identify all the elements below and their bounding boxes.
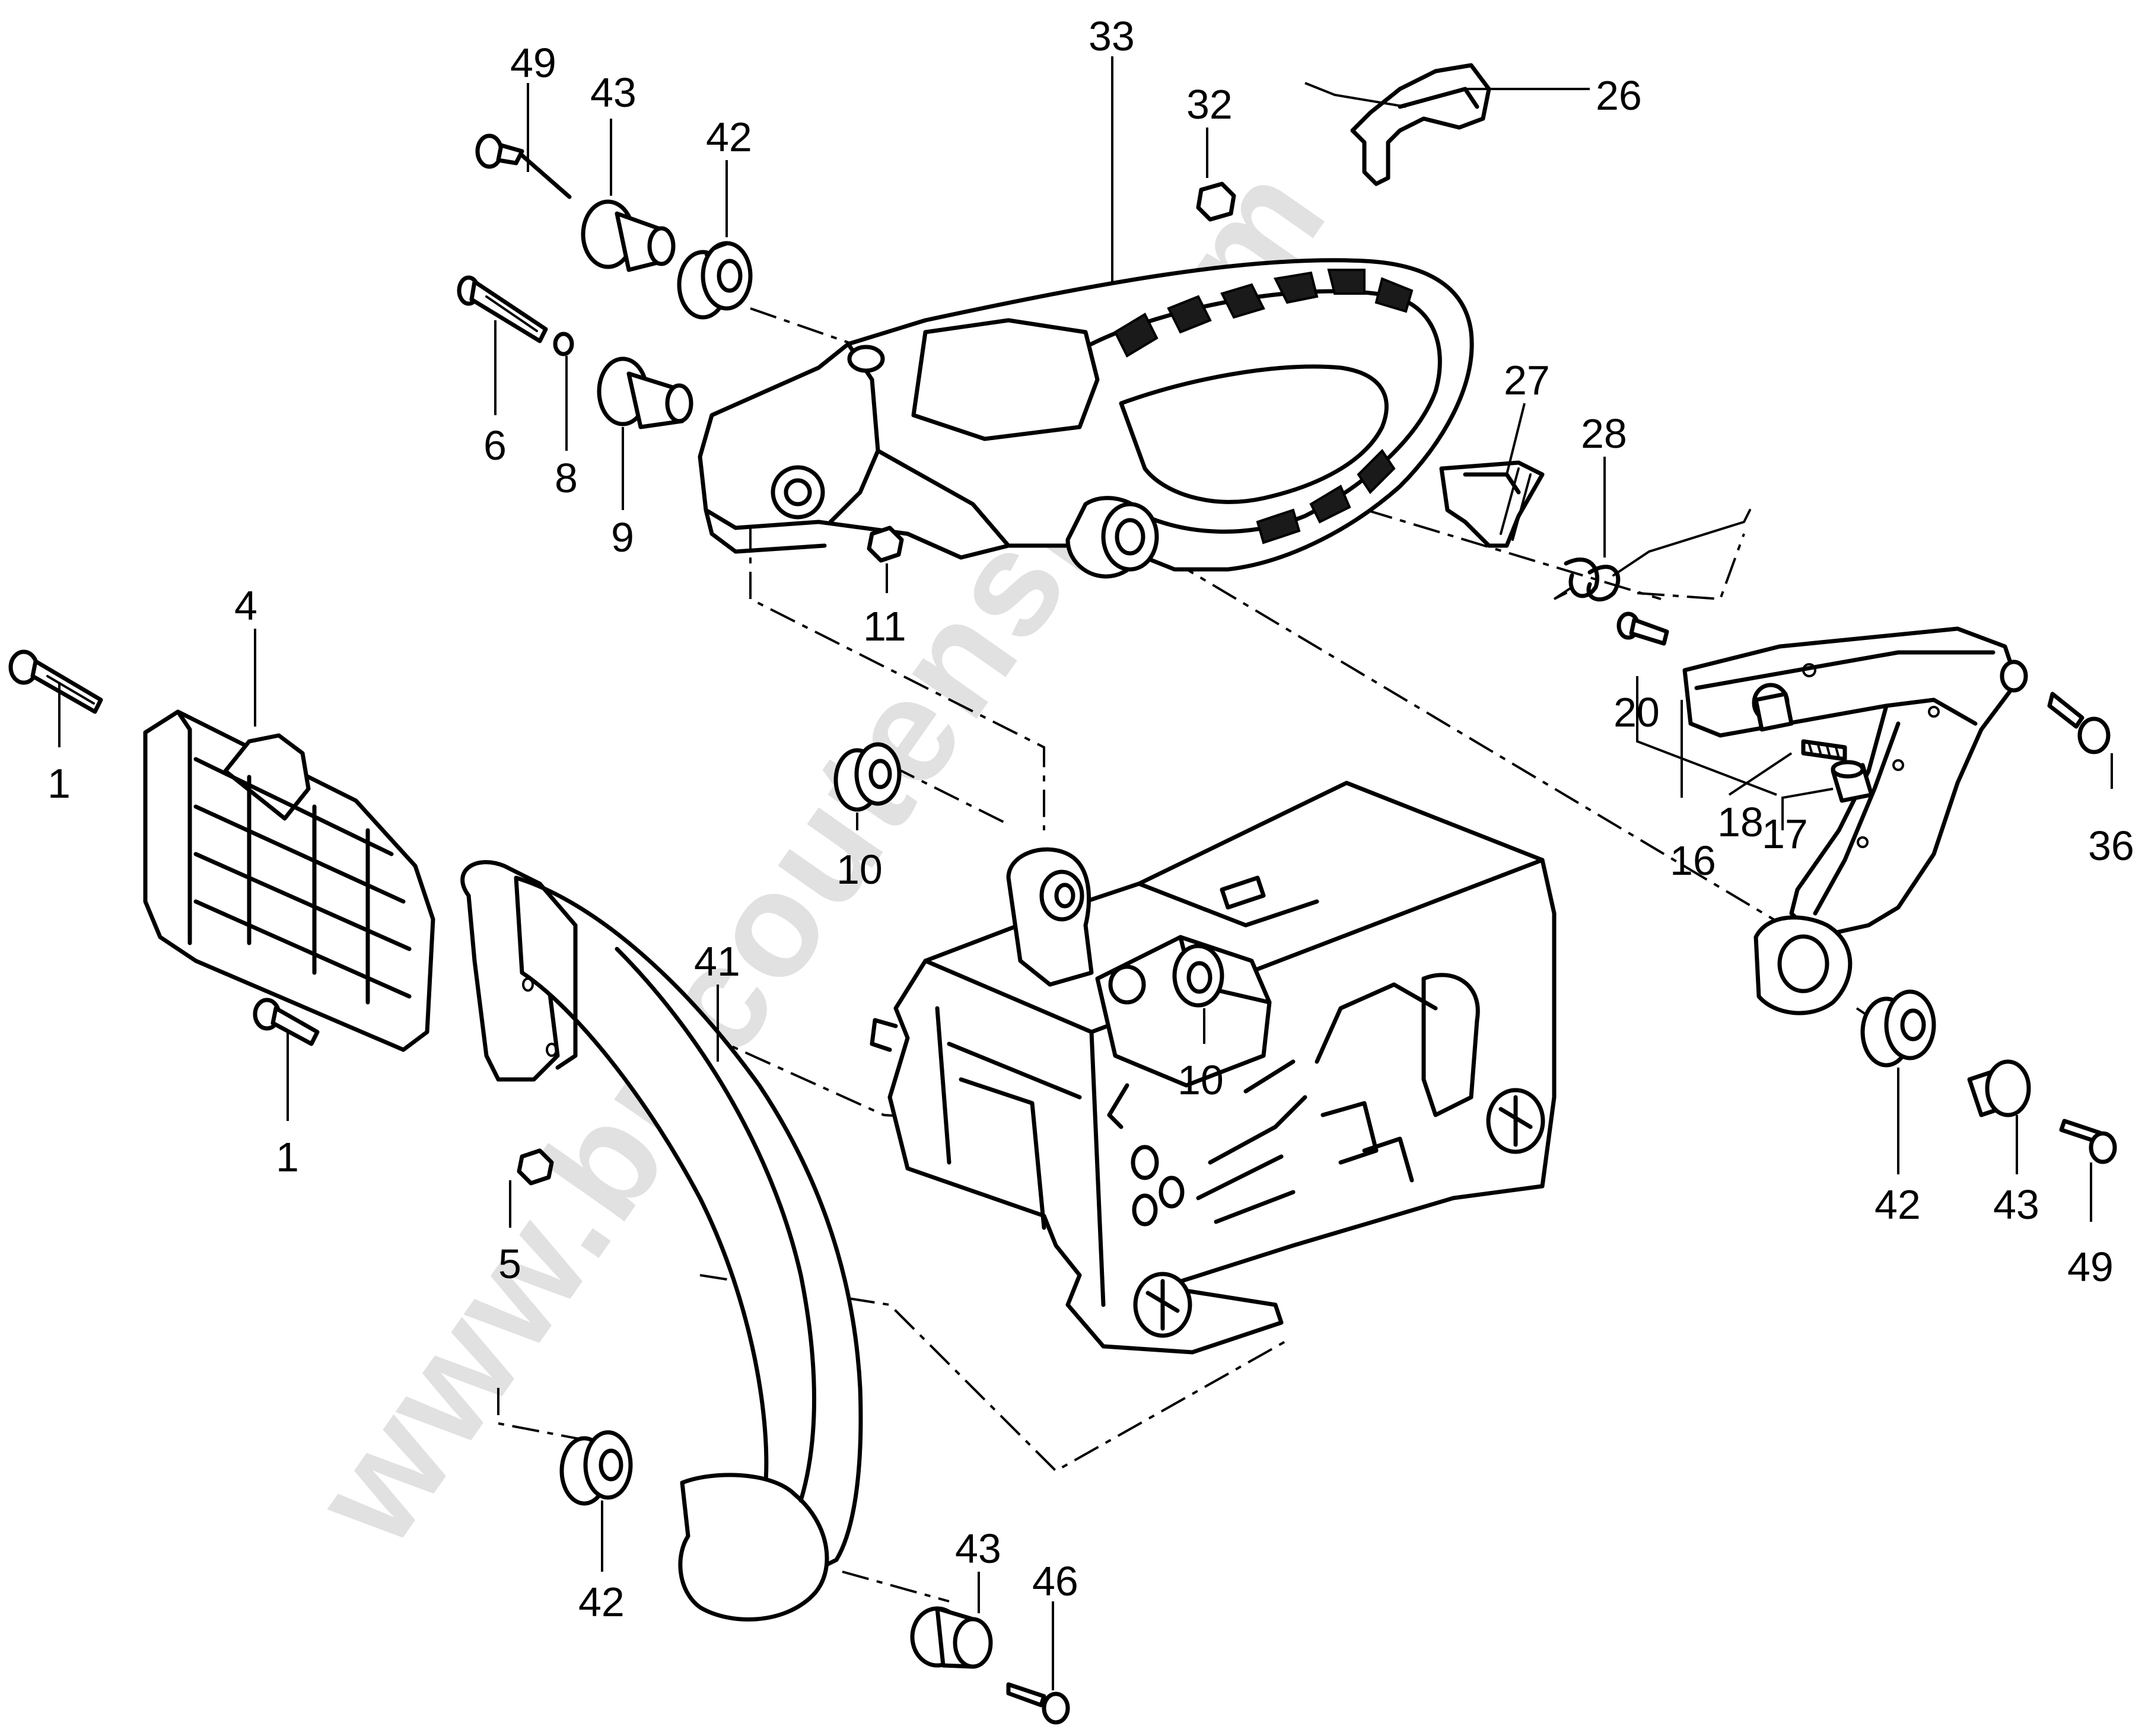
screw-1-a xyxy=(8,649,103,714)
bushing-43-top xyxy=(581,199,676,272)
damper-42-bottom xyxy=(559,1430,633,1506)
callout-26: 26 xyxy=(1596,72,1642,119)
callout-41: 41 xyxy=(694,938,740,985)
nut-32 xyxy=(1196,181,1236,222)
callout-42: 42 xyxy=(578,1579,625,1625)
engine-housing xyxy=(870,781,1557,1355)
cooling-fins xyxy=(1196,973,1480,1224)
callout-43: 43 xyxy=(1993,1181,2039,1228)
grip-ribs xyxy=(1113,269,1414,544)
screw-1-b xyxy=(253,998,320,1046)
bolt-6 xyxy=(457,275,548,343)
case-bolt-bottom xyxy=(1133,1272,1192,1338)
callout-1: 1 xyxy=(276,1134,299,1180)
callout-33: 33 xyxy=(1089,13,1135,59)
callout-5: 5 xyxy=(498,1241,521,1287)
bushing-9 xyxy=(597,356,693,429)
rear-handle-33 xyxy=(698,258,1474,579)
callout-10: 10 xyxy=(1177,1057,1224,1103)
screw-49-top xyxy=(475,133,572,199)
callout-49: 49 xyxy=(2067,1244,2114,1290)
callout-28: 28 xyxy=(1581,410,1627,457)
pin-20 xyxy=(1616,611,1669,646)
callout-36: 36 xyxy=(2088,823,2134,869)
damper-10-engine xyxy=(1172,944,1224,1008)
trigger-27 xyxy=(1439,460,1545,548)
screw-49-right xyxy=(2059,1119,2117,1164)
callout-32: 32 xyxy=(1186,81,1233,128)
screw-18 xyxy=(1801,739,1847,762)
callout-9: 9 xyxy=(611,514,634,560)
callout-labels: 49 43 42 33 32 26 6 8 9 11 27 28 4 1 1 5… xyxy=(47,13,2134,1625)
callout-43: 43 xyxy=(955,1525,1001,1572)
callout-10: 10 xyxy=(836,846,883,893)
screw-46 xyxy=(1006,1682,1070,1725)
callout-46: 46 xyxy=(1032,1558,1078,1604)
damper-42-right xyxy=(1860,989,1936,1068)
filter-cover-4 xyxy=(143,709,435,1052)
callout-11: 11 xyxy=(863,603,906,649)
callout-27: 27 xyxy=(1504,357,1550,403)
sleeve-17 xyxy=(1831,760,1874,803)
callout-16: 16 xyxy=(1670,837,1716,884)
callout-18: 18 xyxy=(1717,799,1764,845)
callout-42: 42 xyxy=(1875,1181,1921,1228)
damper-10-left xyxy=(833,742,902,812)
front-handle-41 xyxy=(460,860,863,1622)
callout-20: 20 xyxy=(1613,689,1660,735)
callout-1: 1 xyxy=(47,760,71,807)
callout-43: 43 xyxy=(590,69,637,116)
callout-42: 42 xyxy=(706,114,752,160)
washer-8 xyxy=(553,332,574,356)
bushing-43-right xyxy=(1967,1059,2031,1117)
nut-11 xyxy=(867,525,904,563)
nut-5 xyxy=(517,1148,554,1186)
screw-36 xyxy=(2047,692,2111,754)
callout-17: 17 xyxy=(1762,811,1808,857)
bracket-16 xyxy=(1682,626,2028,1015)
spring-28 xyxy=(1553,509,1751,602)
callout-4: 4 xyxy=(234,582,257,629)
callout-8: 8 xyxy=(555,455,578,501)
filter-grid xyxy=(193,757,412,1005)
case-bolt-right xyxy=(1486,1088,1545,1154)
leader-lines xyxy=(58,56,2113,1690)
damper-42-top xyxy=(677,241,753,320)
callout-49: 49 xyxy=(510,40,556,86)
callout-6: 6 xyxy=(483,422,507,469)
throttle-lockout-26 xyxy=(1350,63,1491,186)
bushing-43-bottom xyxy=(910,1606,993,1669)
